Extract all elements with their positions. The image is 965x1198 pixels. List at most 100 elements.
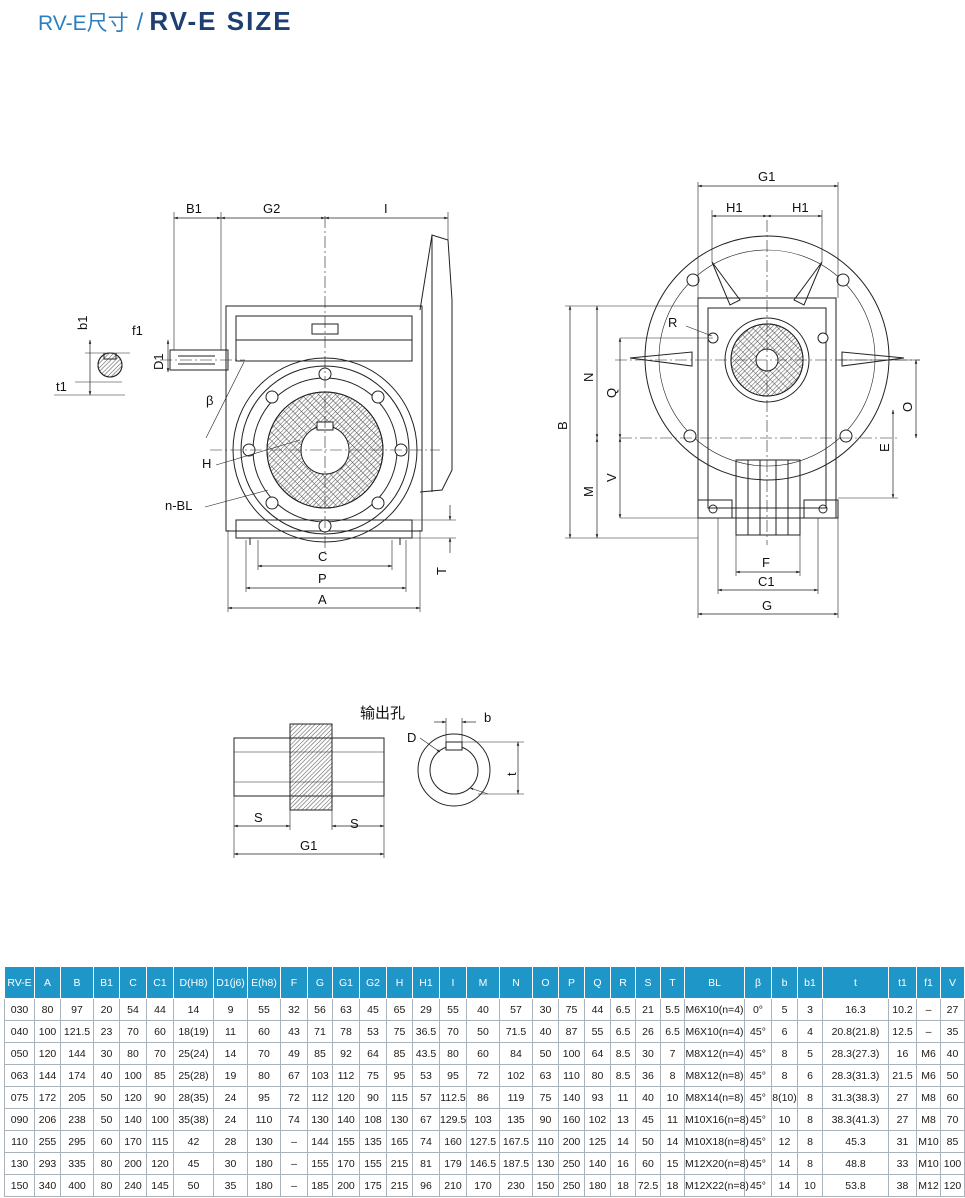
table-cell: 36.5 [412, 1020, 440, 1043]
table-cell: 160 [439, 1130, 467, 1153]
table-cell: 27 [940, 998, 965, 1021]
label-bore-d: D [407, 730, 416, 745]
table-cell: 30 [213, 1152, 248, 1175]
table-cell: 81 [412, 1152, 440, 1175]
column-header: G1 [332, 966, 360, 999]
column-header: G [307, 966, 333, 999]
table-cell: 80 [119, 1042, 147, 1065]
table-cell: 5.5 [660, 998, 685, 1021]
table-cell: M10X16(n=8) [684, 1108, 749, 1131]
table-cell: 42 [173, 1130, 214, 1153]
table-cell: 57 [412, 1086, 440, 1109]
table-cell: 140 [119, 1108, 147, 1131]
output-bore-labels: 输出孔 b D t S S G1 [254, 705, 519, 853]
table-cell: 215 [386, 1152, 413, 1175]
column-header: D1(j6) [213, 966, 248, 999]
table-cell: M8 [916, 1086, 941, 1109]
table-cell: 040 [4, 1020, 35, 1043]
column-header: BL [684, 966, 745, 999]
table-cell: 110 [4, 1130, 35, 1153]
table-cell: 110 [558, 1064, 585, 1087]
table-cell: 179 [439, 1152, 467, 1175]
table-cell: 44 [146, 998, 174, 1021]
side-view [565, 182, 920, 618]
label-n: N [581, 373, 596, 382]
table-cell: 185 [307, 1174, 333, 1197]
label-d1: D1 [151, 353, 166, 370]
table-cell: 155 [359, 1152, 387, 1175]
table-cell: 72 [466, 1064, 500, 1087]
table-cell: 50 [93, 1108, 120, 1131]
table-cell: 30 [635, 1042, 661, 1065]
table-cell: 130 [386, 1108, 413, 1131]
table-cell: 53 [359, 1020, 387, 1043]
table-cell: 340 [34, 1174, 61, 1197]
table-cell: – [280, 1174, 308, 1197]
table-cell: 43.5 [412, 1042, 440, 1065]
table-cell: 180 [247, 1174, 281, 1197]
label-b1-small: b1 [75, 316, 90, 330]
side-view-labels: G1 H1 H1 R N Q B M V O E F C1 G [555, 169, 915, 613]
table-cell: 92 [332, 1042, 360, 1065]
title-chinese: RV-E尺寸 [38, 12, 129, 35]
table-cell: 8 [797, 1130, 823, 1153]
table-cell: 45° [744, 1086, 772, 1109]
table-cell: 80 [93, 1152, 120, 1175]
table-cell: 167.5 [499, 1130, 533, 1153]
table-cell: 100 [146, 1108, 174, 1131]
table-cell: 55 [247, 998, 281, 1021]
label-o: O [900, 402, 915, 412]
table-cell: 10.2 [888, 998, 917, 1021]
table-cell: 95 [386, 1064, 413, 1087]
table-cell: M12X20(n=8) [684, 1152, 749, 1175]
column-header: C [119, 966, 147, 999]
table-cell: 205 [60, 1086, 94, 1109]
table-cell: 74 [280, 1108, 308, 1131]
table-cell: 8.5 [610, 1064, 636, 1087]
label-bore-t: t [504, 772, 519, 776]
table-cell: 210 [439, 1174, 467, 1197]
table-cell: 7 [660, 1042, 685, 1065]
column-header: V [940, 966, 965, 999]
table-cell: 64 [584, 1042, 611, 1065]
table-cell: 38 [888, 1174, 917, 1197]
table-cell: 35(38) [173, 1108, 214, 1131]
table-cell: 9 [213, 998, 248, 1021]
table-cell: 119 [499, 1086, 533, 1109]
table-cell: 0° [744, 998, 772, 1021]
table-cell: 293 [34, 1152, 61, 1175]
table-cell: 80 [439, 1042, 467, 1065]
table-cell: – [916, 998, 941, 1021]
table-cell: M8X14(n=8) [684, 1086, 745, 1109]
table-cell: 50 [635, 1130, 661, 1153]
table-cell: 400 [60, 1174, 94, 1197]
table-cell: 238 [60, 1108, 94, 1131]
table-cell: 18 [660, 1174, 685, 1197]
table-cell: 102 [499, 1064, 533, 1087]
table-cell: 90 [359, 1086, 387, 1109]
table-cell: 84 [499, 1042, 533, 1065]
table-cell: 120 [119, 1086, 147, 1109]
table-cell: 55 [439, 998, 467, 1021]
table-cell: 240 [119, 1174, 147, 1197]
table-cell: 28(35) [173, 1086, 214, 1109]
table-cell: 60 [466, 1042, 500, 1065]
table-cell: 16 [610, 1152, 636, 1175]
table-cell: 8 [797, 1108, 823, 1131]
label-r: R [668, 315, 677, 330]
table-cell: 187.5 [499, 1152, 533, 1175]
output-bore-view [233, 718, 524, 858]
table-cell: 102 [584, 1108, 611, 1131]
table-cell: 10 [771, 1108, 798, 1131]
table-cell: 36 [635, 1064, 661, 1087]
table-cell: 29 [412, 998, 440, 1021]
front-view-labels: B1 G2 I b1 f1 D1 t1 β H n-BL C P A T [56, 201, 449, 607]
table-cell: 18(19) [173, 1020, 214, 1043]
table-cell: 200 [119, 1152, 147, 1175]
table-cell: 75 [386, 1020, 413, 1043]
table-cell: 70 [940, 1108, 965, 1131]
table-cell: 45.3 [822, 1130, 889, 1153]
table-cell: 103 [466, 1108, 500, 1131]
